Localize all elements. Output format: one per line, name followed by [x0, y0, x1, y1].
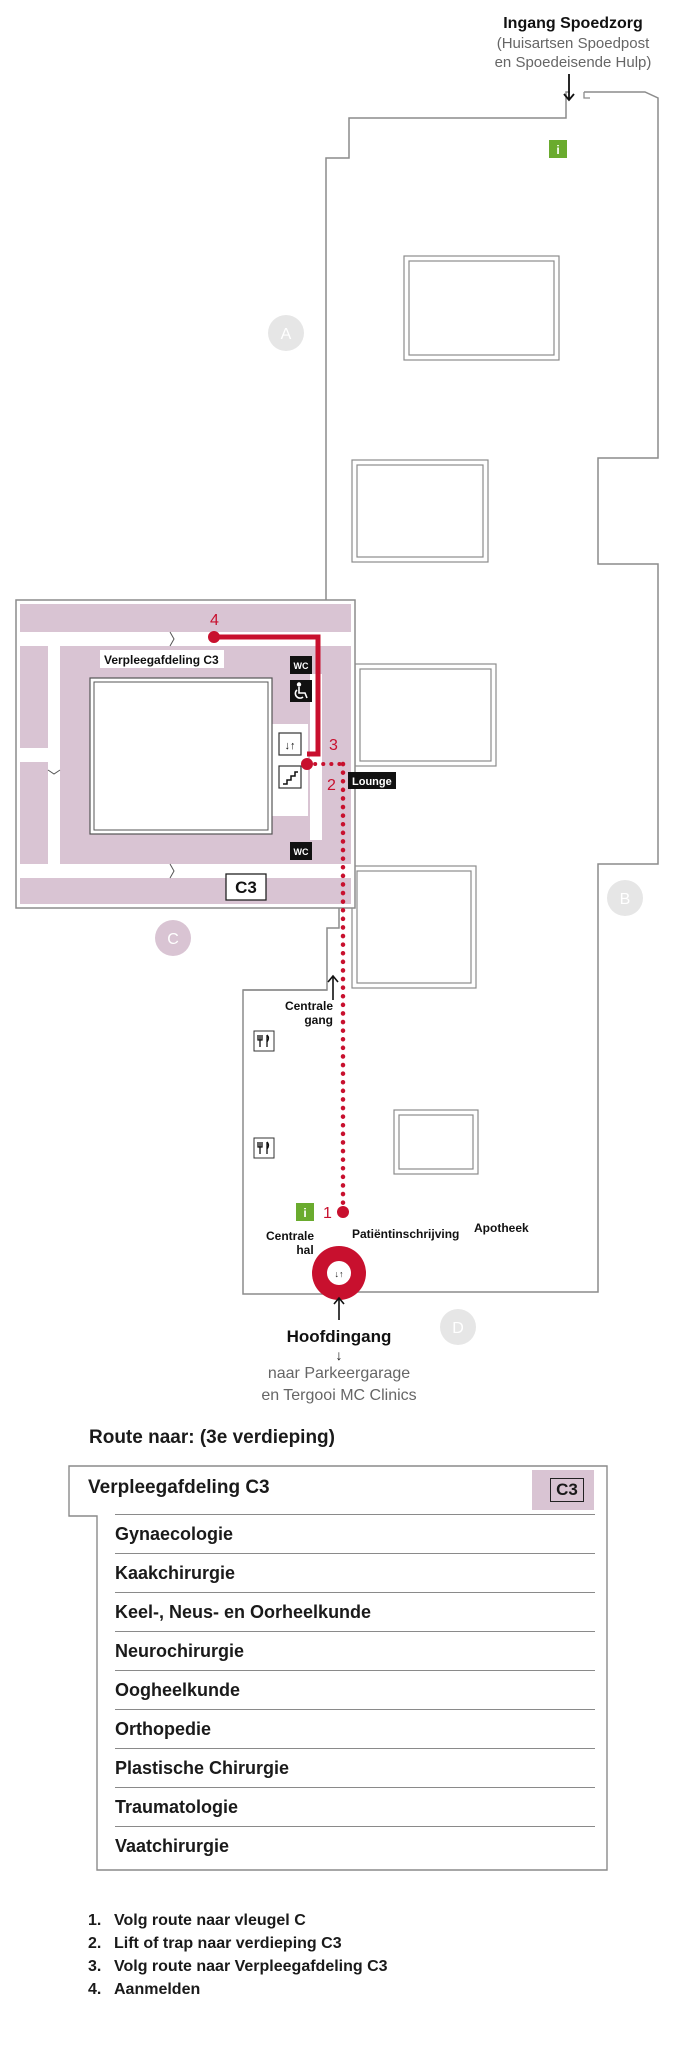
marker-1: 1: [323, 1205, 332, 1222]
list-item: Gynaecologie: [115, 1514, 595, 1553]
svg-text:i: i: [556, 143, 559, 157]
wc-icon-lower: WC: [294, 847, 309, 857]
svg-text:hal: hal: [296, 1243, 313, 1257]
list-item: Plastische Chirurgie: [115, 1748, 595, 1787]
arrow-down-icon: [563, 74, 575, 102]
main-entrance-sub1: naar Parkeergarage: [268, 1365, 410, 1382]
ward-label: Verpleegafdeling C3: [104, 653, 219, 667]
registration-label: Patiëntinschrijving: [352, 1227, 459, 1241]
wc-icon: WC: [294, 661, 309, 671]
svg-text:gang: gang: [304, 1013, 333, 1027]
wheelchair-icon: [294, 682, 308, 699]
route-line: [208, 631, 349, 1218]
list-item: Traumatologie: [115, 1787, 595, 1826]
pharmacy-label: Apotheek: [474, 1221, 529, 1235]
step-item: 2.Lift of trap naar verdieping C3: [88, 1935, 342, 1952]
arrow-up-icon: [327, 974, 339, 1000]
svg-text:A: A: [281, 326, 292, 343]
svg-text:B: B: [620, 891, 631, 908]
list-item: Oogheelkunde: [115, 1670, 595, 1709]
department-code: C3: [550, 1478, 584, 1502]
lift-icon: ↓↑: [285, 740, 296, 752]
marker-3: 3: [329, 737, 338, 754]
svg-text:C: C: [167, 931, 179, 948]
floor-map: ↓↑ WC WC C3 Verpleegafdeling C3 4 3 2 1: [15, 15, 659, 1404]
wing-c: ↓↑ WC WC C3 Verpleegafdeling C3: [15, 599, 356, 909]
svg-text:i: i: [303, 1206, 306, 1220]
list-item: Neurochirurgie: [115, 1631, 595, 1670]
courtyards: [351, 255, 560, 1175]
step-item: 4.Aanmelden: [88, 1981, 201, 1998]
emergency-entrance-sub1: (Huisartsen Spoedpost: [497, 35, 650, 52]
arrow-up-main-icon: [333, 1296, 345, 1320]
main-entrance-sub2: en Tergooi MC Clinics: [261, 1387, 416, 1404]
restaurant-icon: [253, 1030, 275, 1159]
step-item: 1.Volg route naar vleugel C: [88, 1912, 306, 1929]
step-item: 3.Volg route naar Verpleegafdeling C3: [88, 1958, 388, 1975]
department-name: Verpleegafdeling C3: [88, 1477, 270, 1498]
list-item: Kaakchirurgie: [115, 1553, 595, 1592]
main-entrance-arrow: ↓: [336, 1347, 343, 1363]
info-icon-top: [549, 140, 567, 158]
svg-text:D: D: [452, 1320, 464, 1337]
emergency-entrance-title: Ingang Spoedzorg: [503, 15, 643, 32]
department-code-badge: C3: [532, 1470, 594, 1510]
marker-2: 2: [327, 777, 336, 794]
stairs-icon: [283, 771, 298, 785]
building-outline: [242, 91, 659, 1295]
specialty-list: Gynaecologie Kaakchirurgie Keel-, Neus- …: [115, 1514, 595, 1865]
centrale-hal-label: Centrale: [266, 1229, 314, 1243]
room-code: C3: [235, 878, 257, 897]
lounge-label: Lounge: [352, 776, 392, 788]
main-entrance-title: Hoofdingang: [287, 1327, 392, 1346]
list-item: Orthopedie: [115, 1709, 595, 1748]
list-item: Keel-, Neus- en Oorheelkunde: [115, 1592, 595, 1631]
centrale-gang-label: Centrale: [285, 999, 333, 1013]
marker-4: 4: [210, 612, 219, 629]
zone-markers: A B C D: [155, 315, 643, 1345]
list-item: Vaatchirurgie: [115, 1826, 595, 1865]
main-entrance-door: ↓↑: [312, 1246, 366, 1300]
svg-text:↓↑: ↓↑: [335, 1269, 344, 1279]
route-title: Route naar: (3e verdieping): [89, 1427, 335, 1448]
route-steps: 1.Volg route naar vleugel C 2.Lift of tr…: [88, 1909, 388, 2001]
info-icon-hall: [296, 1203, 314, 1221]
emergency-entrance-sub2: en Spoedeisende Hulp): [495, 54, 652, 71]
